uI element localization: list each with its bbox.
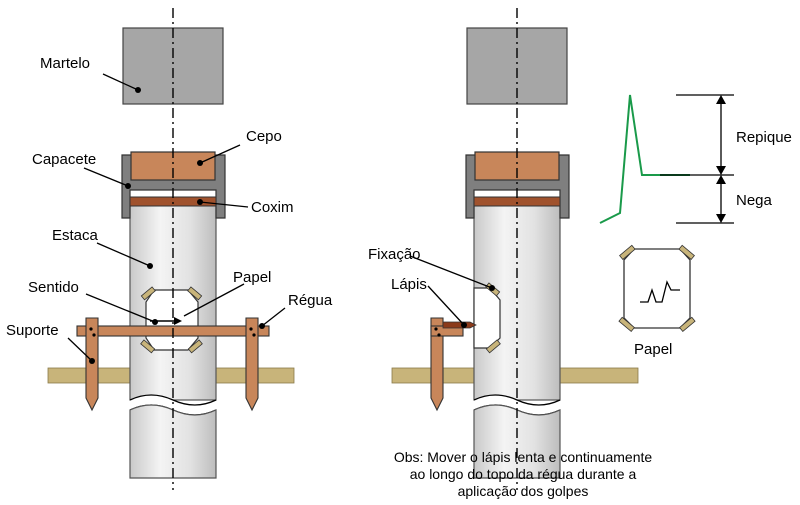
papel-label-right: Papel xyxy=(634,341,672,358)
paper-detail xyxy=(623,248,691,329)
capacete-label: Capacete xyxy=(32,151,96,168)
left-drawing: Martelo Cepo Capacete Coxim Estaca Papel… xyxy=(6,8,333,490)
paper-trace xyxy=(640,280,680,303)
fixacao-label: Fixação xyxy=(368,246,421,263)
left-support-2 xyxy=(245,317,259,412)
sentido-label: Sentido xyxy=(28,279,79,296)
nega-label: Nega xyxy=(736,192,773,209)
right-pile-lower xyxy=(473,404,561,479)
left-pile-break xyxy=(130,395,216,415)
left-coxim xyxy=(129,196,217,207)
obs-line-3: aplicação dos golpes xyxy=(458,483,589,499)
right-support xyxy=(430,317,444,412)
right-coxim xyxy=(473,196,561,207)
blow-trace xyxy=(599,94,690,224)
regua-label: Régua xyxy=(288,292,333,309)
cepo-label: Cepo xyxy=(246,128,282,145)
pencil xyxy=(442,321,477,329)
suporte-label: Suporte xyxy=(6,322,59,339)
lapis-label: Lápis xyxy=(391,276,427,293)
papel-label-left: Papel xyxy=(233,269,271,286)
coxim-label: Coxim xyxy=(251,199,294,216)
martelo-label: Martelo xyxy=(40,55,90,72)
left-pile-lower xyxy=(129,404,217,479)
repique-label: Repique xyxy=(736,129,792,146)
right-paper xyxy=(473,287,501,349)
right-drawing: Fixação Lápis Repique Nega Papel Obs: Mo… xyxy=(368,8,792,499)
obs-line-2: ao longo do topo da régua durante a xyxy=(410,466,637,482)
estaca-label: Estaca xyxy=(52,227,99,244)
obs-line-1: Obs: Mover o lápis lenta e continuamente xyxy=(394,449,653,465)
